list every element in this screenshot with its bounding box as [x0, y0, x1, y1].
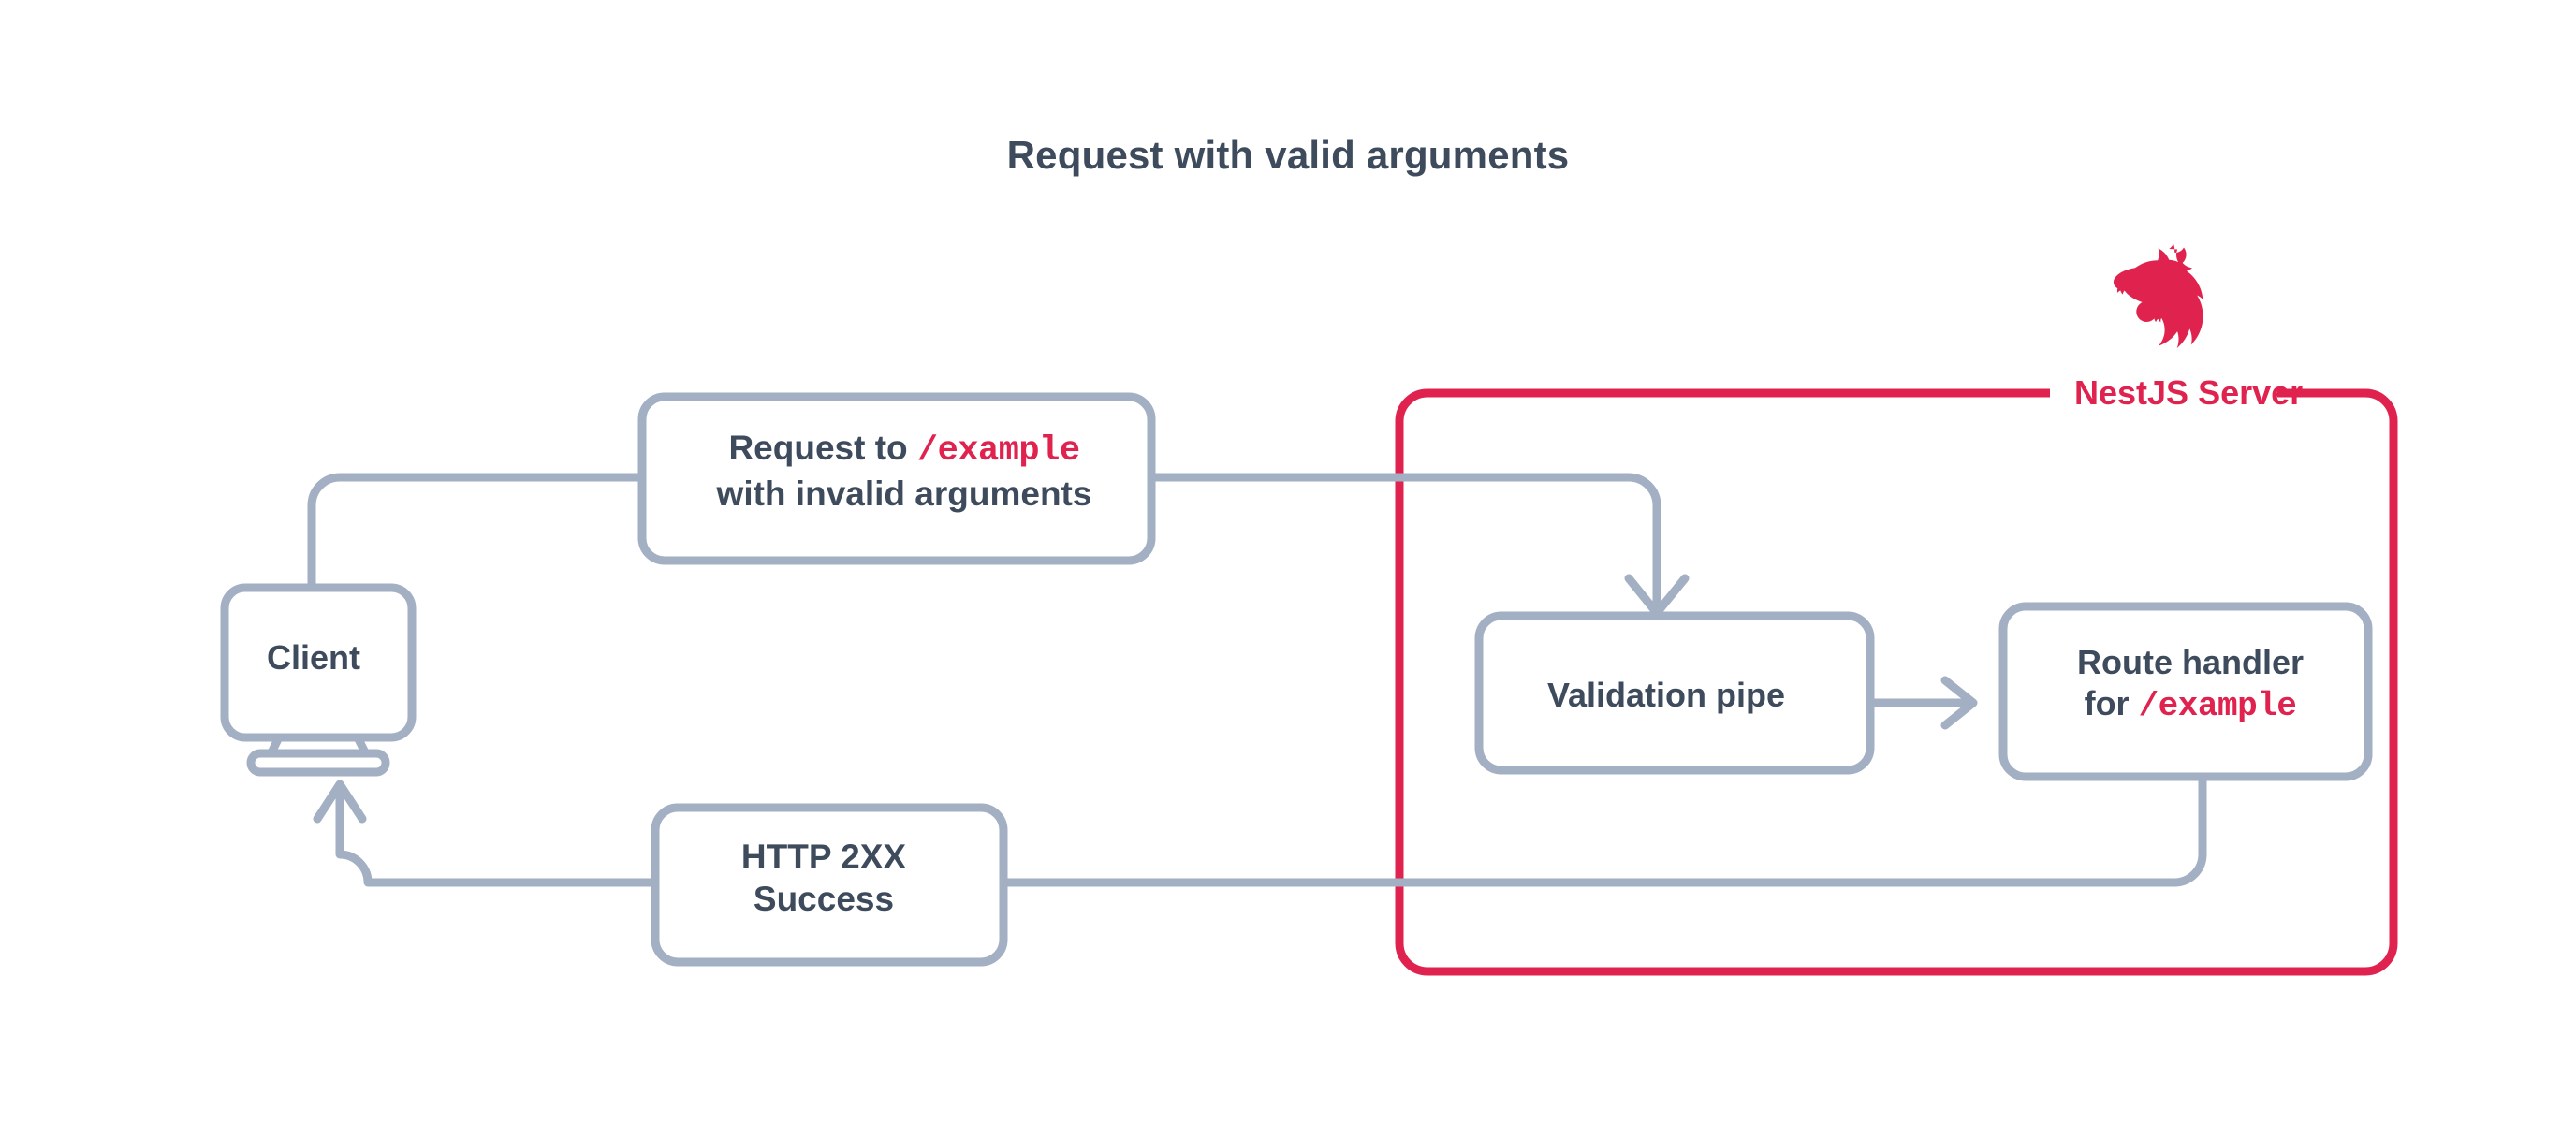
node-response[interactable]: [651, 803, 1008, 967]
nestjs-server-label: NestJS Server: [2074, 373, 2304, 412]
edge-client-to-request: [307, 473, 647, 594]
node-client[interactable]: [220, 583, 417, 777]
node-validation-pipe[interactable]: [1474, 611, 1875, 775]
edge-route-to-response: [999, 772, 2207, 887]
node-request[interactable]: [637, 392, 1156, 565]
edge-request-to-validation-pipe: [1147, 473, 1690, 618]
node-route-handler[interactable]: [1998, 602, 2373, 781]
edge-validation-to-route: [1866, 676, 1978, 730]
edge-response-to-client: [313, 780, 660, 887]
nestjs-server-boundary: [1395, 388, 2398, 976]
page-title: Request with valid arguments: [1006, 133, 1570, 177]
nestjs-cat-icon: [2113, 243, 2203, 348]
